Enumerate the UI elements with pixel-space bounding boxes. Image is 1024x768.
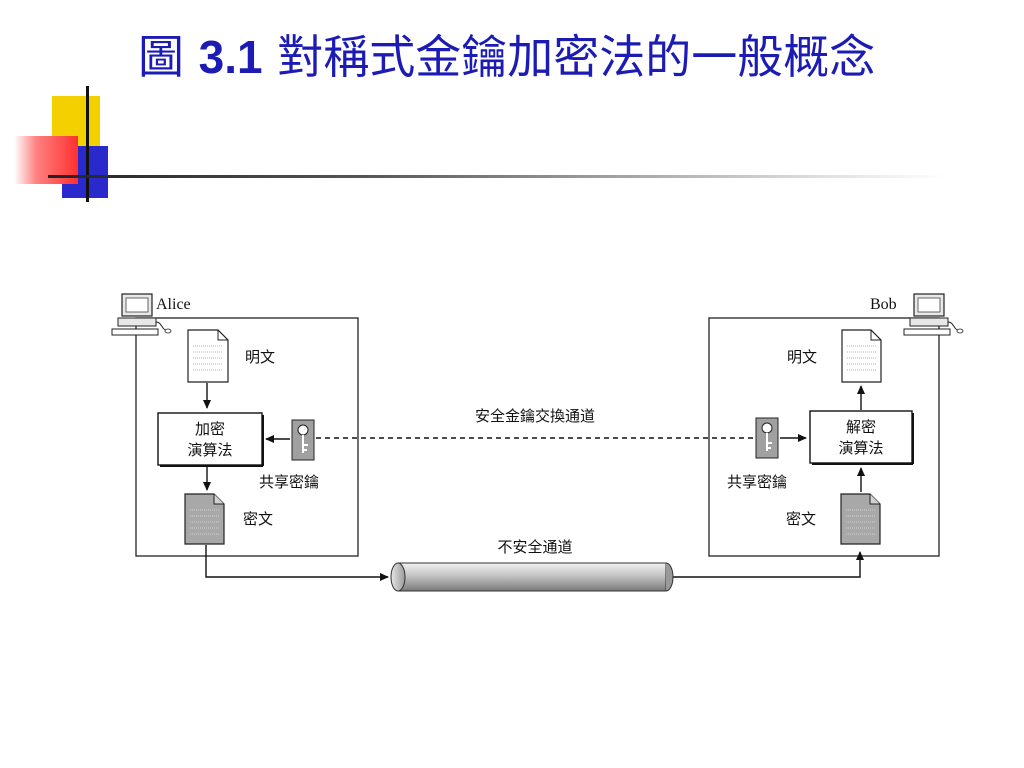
alice-to-insecure-channel-line <box>205 545 389 581</box>
encrypt-algorithm-box <box>157 412 264 467</box>
alice-key-icon <box>291 419 315 461</box>
bob-plaintext-document-icon <box>841 329 882 383</box>
bob-plaintext-label: 明文 <box>787 348 817 366</box>
alice-key-label: 共享密鑰 <box>259 473 319 491</box>
bob-key-icon <box>755 417 779 459</box>
insecure-channel-pipe <box>390 562 674 592</box>
alice-label: Alice <box>156 296 191 313</box>
title-number: 3.1 <box>198 31 263 83</box>
bob-computer-icon <box>903 293 964 336</box>
encrypt-box-line1: 加密 <box>195 420 225 438</box>
decrypt-box-line2: 演算法 <box>838 439 883 457</box>
deco-vertical-line <box>86 86 89 202</box>
slide-title: 圖 3.1 對稱式金鑰加密法的一般概念 <box>138 28 998 86</box>
alice-computer-icon <box>111 293 172 336</box>
decrypt-box-line1: 解密 <box>846 418 876 436</box>
alice-plaintext-document-icon <box>187 329 229 383</box>
title-underline <box>48 175 948 178</box>
bob-ciphertext-document-icon <box>840 493 881 545</box>
alice-plaintext-label: 明文 <box>245 348 275 366</box>
decrypt-algorithm-box <box>809 410 914 465</box>
bob-key-label: 共享密鑰 <box>727 473 787 491</box>
bob-frame <box>708 317 940 557</box>
insecure-channel-to-bob-line <box>668 551 864 578</box>
alice-ciphertext-label: 密文 <box>243 510 273 528</box>
insecure-channel-label: 不安全通道 <box>497 538 572 556</box>
bob-ciphertext-label: 密文 <box>786 510 816 528</box>
title-prefix: 圖 <box>138 30 199 84</box>
bob-label: Bob <box>870 296 897 313</box>
title-text: 對稱式金鑰加密法的一般概念 <box>262 30 876 84</box>
secure-channel-label: 安全金鑰交換通道 <box>475 407 595 425</box>
encrypt-box-line2: 演算法 <box>187 441 232 459</box>
alice-ciphertext-document-icon <box>184 493 225 545</box>
alice-frame <box>135 317 359 557</box>
